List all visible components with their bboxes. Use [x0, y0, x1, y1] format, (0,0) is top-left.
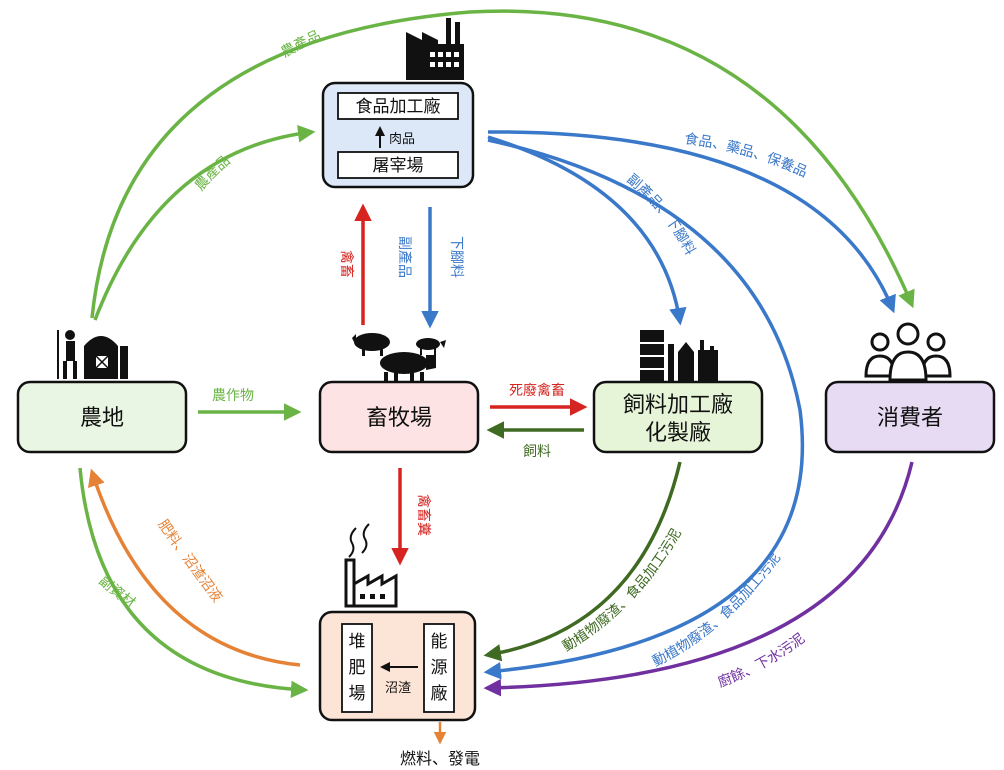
- compost-char-3: 場: [349, 684, 366, 704]
- arrow-farm-to-energy: [78, 467, 309, 699]
- energy-char-2: 源: [431, 658, 448, 678]
- arrow-energy-to-farm: [88, 468, 301, 667]
- fuel-power-label: 燃料、發電: [400, 749, 480, 768]
- slaughterhouse-box: [337, 151, 459, 179]
- slaughterhouse-label: 屠宰場: [373, 156, 424, 176]
- kitchen-waste-label: 廚餘、下水污泥: [715, 631, 808, 691]
- arrow-feed-to-energy: [483, 461, 682, 662]
- byproduct-offal-label: 副產品、下腳料: [624, 171, 698, 258]
- energy-char-3: 廠: [431, 683, 448, 704]
- compost-box: [341, 623, 373, 713]
- arrow-food-to-feed: [487, 135, 687, 326]
- dead-livestock-label: 死廢禽畜: [509, 382, 565, 399]
- sludge-label: 沼渣: [385, 681, 411, 696]
- food-factory-label: 食品加工廠: [356, 96, 441, 117]
- offal-label: 下腳料: [448, 236, 464, 278]
- chemical-plant-icon: [640, 330, 718, 385]
- feed-label: 飼料: [523, 444, 551, 460]
- consumer-label: 消費者: [877, 406, 943, 431]
- farm-product-outer-label: 農產品: [279, 28, 324, 61]
- arrows: [78, 9, 915, 745]
- energy-char-1: 能: [431, 632, 448, 652]
- compost-char-2: 肥: [349, 658, 366, 678]
- energy-box: [423, 623, 455, 713]
- compost-char-1: 堆: [349, 632, 366, 652]
- livestock-icon: [352, 333, 446, 385]
- feed-factory-label-line1: 飼料加工廠: [623, 393, 733, 418]
- arrow-consumer-to-energy: [483, 461, 914, 697]
- feed-factory-label-line2: 化製廠: [645, 421, 711, 446]
- energy-compost-node: 堆 肥 場 能 源 廠 沼渣: [318, 610, 477, 722]
- livestock-node: 畜牧場: [318, 380, 480, 454]
- byproduct-down-label: 副產品: [396, 236, 413, 278]
- meat-label: 肉品: [389, 132, 415, 147]
- residue-food-label: 動植物廢渣、食品加工污泥: [650, 550, 784, 670]
- crops-label: 農作物: [212, 388, 254, 404]
- consumer-node: 消費者: [824, 380, 996, 454]
- arrow-farm-to-food: [93, 124, 316, 321]
- livestock-label: 畜牧場: [366, 406, 432, 431]
- byproduct-materials-label: 副資材: [95, 573, 138, 611]
- arrow-farm-to-consumer: [90, 9, 915, 319]
- farmer-barn-icon: [57, 330, 128, 379]
- feed-factory-node: 飼料加工廠 化製廠: [592, 380, 764, 454]
- smoking-factory-icon: [344, 523, 398, 608]
- residue-feed-label: 動植物廢渣、食品加工污泥: [560, 526, 685, 655]
- people-icon: [864, 322, 952, 382]
- farm-node: 農地: [16, 380, 188, 454]
- food-processing-node: 食品加工廠 肉品 屠宰場: [321, 81, 475, 189]
- farm-label: 農地: [80, 406, 124, 431]
- arrow-food-to-consumer: [487, 130, 896, 314]
- manure-label: 禽畜糞: [415, 494, 432, 536]
- food-factory-box: [337, 92, 459, 120]
- livestock-up-label: 禽畜: [338, 250, 355, 278]
- fertilizer-label: 肥料、沼渣沼液: [154, 517, 225, 605]
- arrow-food-to-energy: [483, 138, 805, 680]
- factory-icon: [406, 18, 464, 80]
